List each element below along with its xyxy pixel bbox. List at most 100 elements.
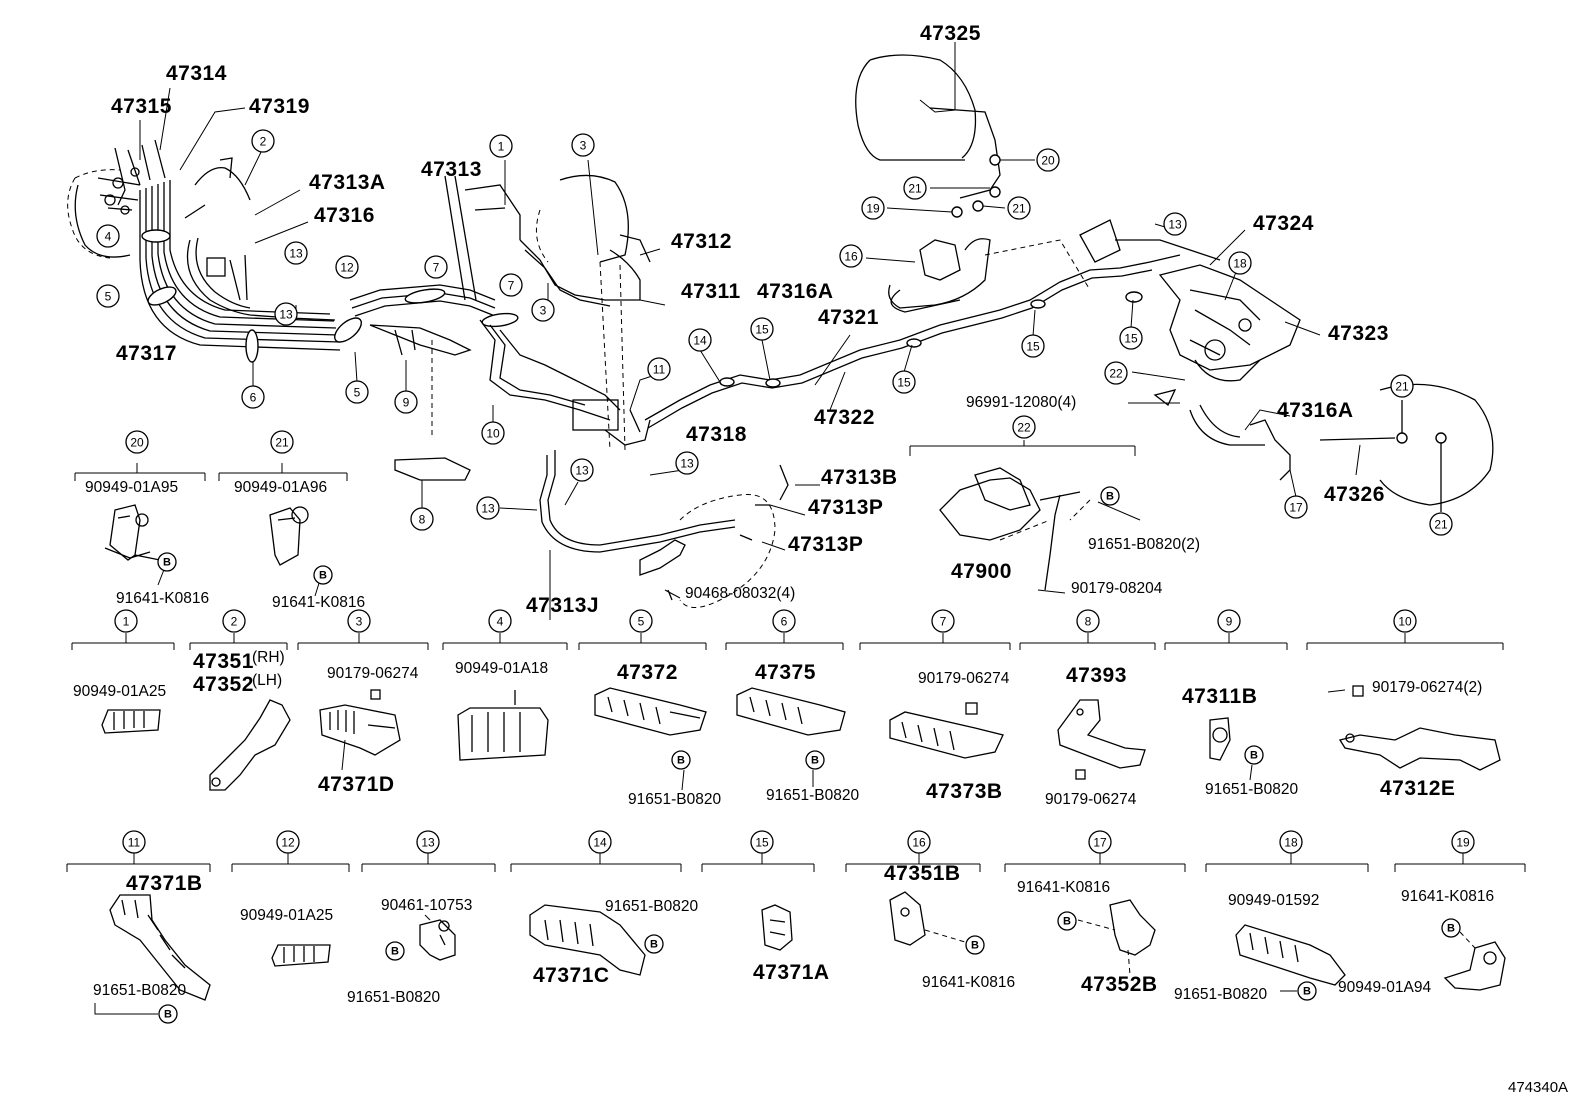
callout-g7: 7	[931, 609, 955, 633]
svg-text:14: 14	[593, 836, 607, 850]
svg-text:13: 13	[575, 464, 589, 478]
label-l47318: 47318	[686, 423, 747, 446]
callout-c13d: 13	[476, 496, 500, 520]
label-l47316A1: 47316A	[757, 280, 834, 303]
bolt-marker-b21: B	[313, 565, 333, 585]
bolt-marker-b5: B	[671, 750, 691, 770]
label-l47351: 47351	[193, 650, 254, 673]
part-drawings	[94, 504, 1506, 1015]
svg-text:21: 21	[1434, 518, 1448, 532]
svg-text:13: 13	[1168, 218, 1182, 232]
callout-c15d: 15	[1119, 326, 1143, 350]
label-l47371A: 47371A	[753, 961, 830, 984]
svg-text:3: 3	[356, 615, 363, 629]
label-l47372: 47372	[617, 661, 678, 684]
callout-g5: 5	[629, 609, 653, 633]
bolt-marker-b11: B	[158, 1004, 178, 1024]
callout-g6: 6	[772, 609, 796, 633]
callout-c5: 5	[96, 284, 120, 308]
svg-text:B: B	[1106, 491, 1114, 503]
diagram-code: 474340A	[1508, 1079, 1568, 1096]
svg-text:B: B	[677, 755, 685, 767]
label-l90179b: 90179-06274	[327, 665, 419, 682]
callout-c2: 2	[251, 129, 275, 153]
callout-g22: 22	[1012, 415, 1036, 439]
svg-text:13: 13	[421, 836, 435, 850]
bolt-marker-b14: B	[644, 934, 664, 954]
label-l90949A94: 90949-01A94	[1338, 979, 1431, 996]
svg-text:3: 3	[540, 304, 547, 318]
label-l47373B: 47373B	[926, 780, 1003, 803]
svg-text:19: 19	[866, 202, 880, 216]
svg-text:16: 16	[912, 836, 926, 850]
callout-c11: 11	[647, 357, 671, 381]
label-l47375: 47375	[755, 661, 816, 684]
bolt-marker-b6: B	[805, 750, 825, 770]
svg-text:17: 17	[1093, 836, 1107, 850]
svg-text:B: B	[1303, 986, 1311, 998]
callout-c13b: 13	[274, 302, 298, 326]
svg-text:10: 10	[486, 427, 500, 441]
callout-g20: 20	[125, 430, 149, 454]
callout-c7b: 7	[499, 273, 523, 297]
svg-text:22: 22	[1109, 367, 1123, 381]
label-l47323: 47323	[1328, 322, 1389, 345]
callout-c9: 9	[394, 390, 418, 414]
label-l47315: 47315	[111, 95, 172, 118]
label-l47313: 47313	[421, 158, 482, 181]
svg-text:6: 6	[250, 391, 257, 405]
svg-text:8: 8	[1085, 615, 1092, 629]
callout-c20: 20	[1036, 148, 1060, 172]
label-l47311: 47311	[681, 280, 741, 303]
label-l47352B: 47352B	[1081, 973, 1158, 996]
svg-text:4: 4	[105, 230, 112, 244]
svg-text:5: 5	[354, 386, 361, 400]
callout-g3: 3	[347, 609, 371, 633]
svg-text:15: 15	[1124, 332, 1138, 346]
svg-text:B: B	[163, 557, 171, 569]
label-l47371D: 47371D	[318, 773, 395, 796]
label-l90949A96: 90949-01A96	[234, 479, 327, 496]
svg-text:22: 22	[1017, 421, 1031, 435]
label-l91641c: 91641-K0816	[1017, 879, 1110, 896]
label-l47351s: (RH)	[252, 649, 285, 666]
label-l47371C: 47371C	[533, 964, 610, 987]
label-l47313P1: 47313P	[808, 496, 883, 519]
callout-g14: 14	[588, 830, 612, 854]
svg-text:21: 21	[275, 436, 289, 450]
svg-text:17: 17	[1289, 501, 1303, 515]
svg-text:7: 7	[940, 615, 947, 629]
label-l47371B: 47371B	[126, 872, 203, 895]
label-l90949A18: 90949-01A18	[455, 660, 548, 677]
svg-text:2: 2	[260, 135, 267, 149]
label-l91651d: 91651-B0820	[1205, 781, 1298, 798]
svg-text:13: 13	[680, 457, 694, 471]
callout-c7: 7	[424, 255, 448, 279]
callout-c15a: 15	[750, 317, 774, 341]
bolt-marker-b20: B	[157, 552, 177, 572]
callout-c15c: 15	[1021, 334, 1045, 358]
svg-text:B: B	[391, 946, 399, 958]
label-l90461: 90461-10753	[381, 897, 472, 914]
bolt-marker-b22: B	[1100, 486, 1120, 506]
callout-c3b: 3	[531, 298, 555, 322]
brake-line-assembly	[67, 42, 1494, 620]
label-l47352s: (LH)	[252, 672, 282, 689]
svg-text:3: 3	[580, 139, 587, 153]
svg-text:4: 4	[497, 615, 504, 629]
callout-c18: 18	[1228, 251, 1252, 275]
label-l90468: 90468-08032(4)	[685, 585, 795, 602]
label-l90179a: 90179-08204	[1071, 580, 1163, 597]
svg-text:2: 2	[231, 615, 238, 629]
label-l47316: 47316	[314, 204, 375, 227]
svg-text:5: 5	[105, 290, 112, 304]
callout-c14: 14	[688, 328, 712, 352]
label-l47317: 47317	[116, 342, 177, 365]
svg-text:18: 18	[1233, 257, 1247, 271]
svg-text:21: 21	[1395, 380, 1409, 394]
callout-g2: 2	[222, 609, 246, 633]
svg-text:15: 15	[897, 376, 911, 390]
callout-g18: 18	[1279, 830, 1303, 854]
svg-text:7: 7	[433, 261, 440, 275]
label-l91651h: 91651-B0820	[1174, 986, 1267, 1003]
